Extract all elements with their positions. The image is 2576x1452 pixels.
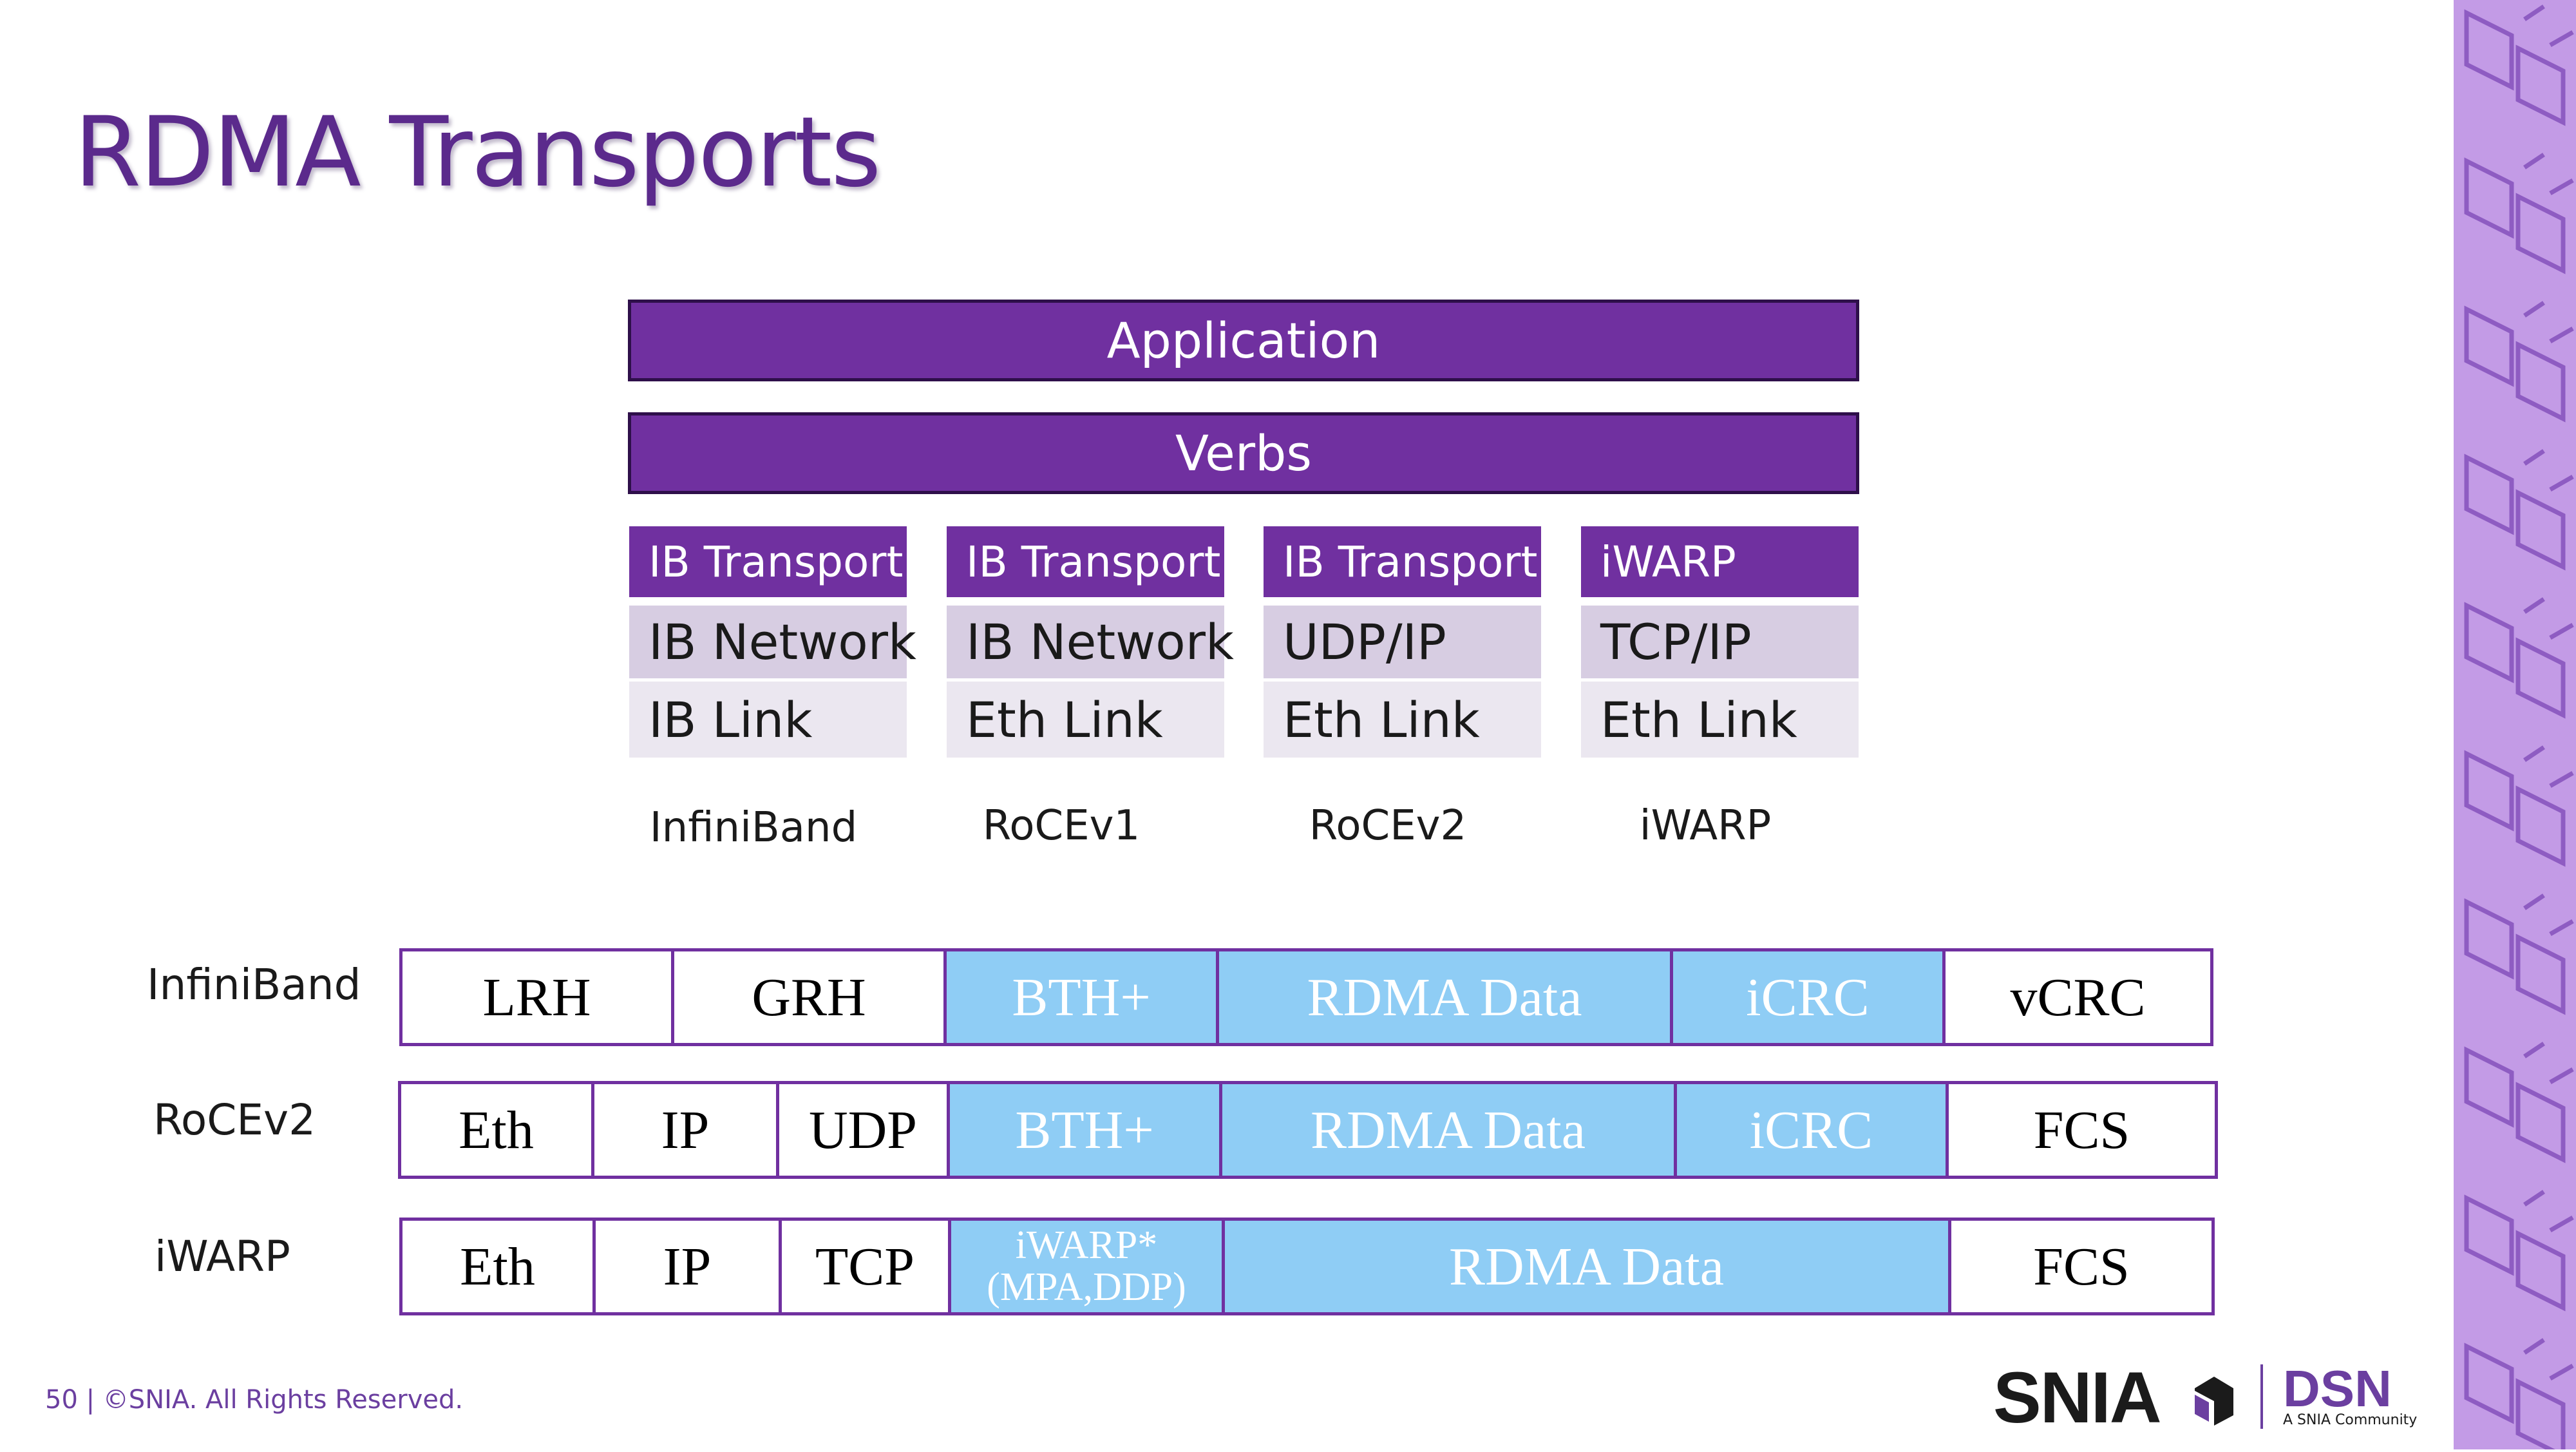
stack-network-iwarp: TCP/IP bbox=[1581, 606, 1859, 678]
segment-eth: Eth bbox=[398, 1081, 594, 1179]
segment-icrc: iCRC bbox=[1674, 1081, 1949, 1179]
packet-rocev2: Eth IP UDP BTH+ RDMA Data iCRC FCS bbox=[398, 1081, 2218, 1179]
application-label: Application bbox=[1106, 312, 1381, 369]
packet-iwarp: Eth IP TCP iWARP* (MPA,DDP) RDMA Data FC… bbox=[399, 1218, 2218, 1315]
stack-link-infiniband: IB Link bbox=[629, 682, 907, 758]
stack-label-iwarp: iWARP bbox=[1639, 802, 1772, 850]
segment-rdma-data: RDMA Data bbox=[1216, 948, 1673, 1046]
segment-vcrc: vCRC bbox=[1942, 948, 2213, 1046]
segment-fcs: FCS bbox=[1946, 1081, 2218, 1179]
packet-label-iwarp: iWARP bbox=[155, 1232, 290, 1281]
decorative-sidebar bbox=[2454, 0, 2576, 1449]
stack-label-rocev1: RoCEv1 bbox=[982, 802, 1141, 850]
packet-label-infiniband: InfiniBand bbox=[147, 960, 361, 1009]
segment-icrc: iCRC bbox=[1670, 948, 1946, 1046]
snia-mark-icon bbox=[2188, 1369, 2240, 1427]
dsn-logo: DSN bbox=[2283, 1360, 2392, 1417]
stack-transport-iwarp: iWARP bbox=[1581, 526, 1859, 597]
stack-network-rocev2: UDP/IP bbox=[1264, 606, 1541, 678]
application-layer: Application bbox=[628, 300, 1859, 381]
segment-eth: Eth bbox=[399, 1218, 596, 1315]
verbs-label: Verbs bbox=[1175, 425, 1312, 482]
footer-copyright: 50 | ©SNIA. All Rights Reserved. bbox=[45, 1385, 464, 1415]
stack-link-iwarp: Eth Link bbox=[1581, 682, 1859, 758]
segment-rdma-data: RDMA Data bbox=[1222, 1218, 1951, 1315]
verbs-layer: Verbs bbox=[628, 412, 1859, 494]
segment-ip: IP bbox=[591, 1081, 779, 1179]
stack-label-infiniband: InfiniBand bbox=[649, 804, 858, 852]
stack-network-infiniband: IB Network bbox=[629, 606, 916, 678]
segment-rdma-data: RDMA Data bbox=[1219, 1081, 1677, 1179]
stack-link-rocev2: Eth Link bbox=[1264, 682, 1541, 758]
stack-transport-infiniband: IB Transport bbox=[629, 526, 907, 597]
packet-label-rocev2: RoCEv2 bbox=[153, 1095, 316, 1145]
stack-transport-rocev1: IB Transport bbox=[947, 526, 1224, 597]
stack-link-rocev1: Eth Link bbox=[947, 682, 1224, 758]
segment-tcp: TCP bbox=[779, 1218, 951, 1315]
segment-iwarp-line2: (MPA,DDP) bbox=[987, 1265, 1186, 1309]
segment-iwarp-line1: iWARP* bbox=[1015, 1223, 1158, 1267]
stack-network-rocev1: IB Network bbox=[947, 606, 1234, 678]
segment-bth: BTH+ bbox=[943, 948, 1219, 1046]
segment-iwarp-header: iWARP* (MPA,DDP) bbox=[948, 1218, 1225, 1315]
packet-infiniband: LRH GRH BTH+ RDMA Data iCRC vCRC bbox=[399, 948, 2217, 1046]
segment-ip: IP bbox=[592, 1218, 782, 1315]
stack-label-rocev2: RoCEv2 bbox=[1309, 802, 1467, 850]
snia-logo: SNIA bbox=[1993, 1357, 2162, 1438]
segment-fcs: FCS bbox=[1948, 1218, 2215, 1315]
page-title: RDMA Transports bbox=[74, 97, 881, 209]
dsn-subtitle: A SNIA Community bbox=[2283, 1412, 2418, 1428]
stack-transport-rocev2: IB Transport bbox=[1264, 526, 1541, 597]
segment-grh: GRH bbox=[671, 948, 947, 1046]
segment-udp: UDP bbox=[776, 1081, 950, 1179]
logo-divider bbox=[2260, 1364, 2263, 1429]
segment-lrh: LRH bbox=[399, 948, 674, 1046]
segment-bth: BTH+ bbox=[947, 1081, 1222, 1179]
